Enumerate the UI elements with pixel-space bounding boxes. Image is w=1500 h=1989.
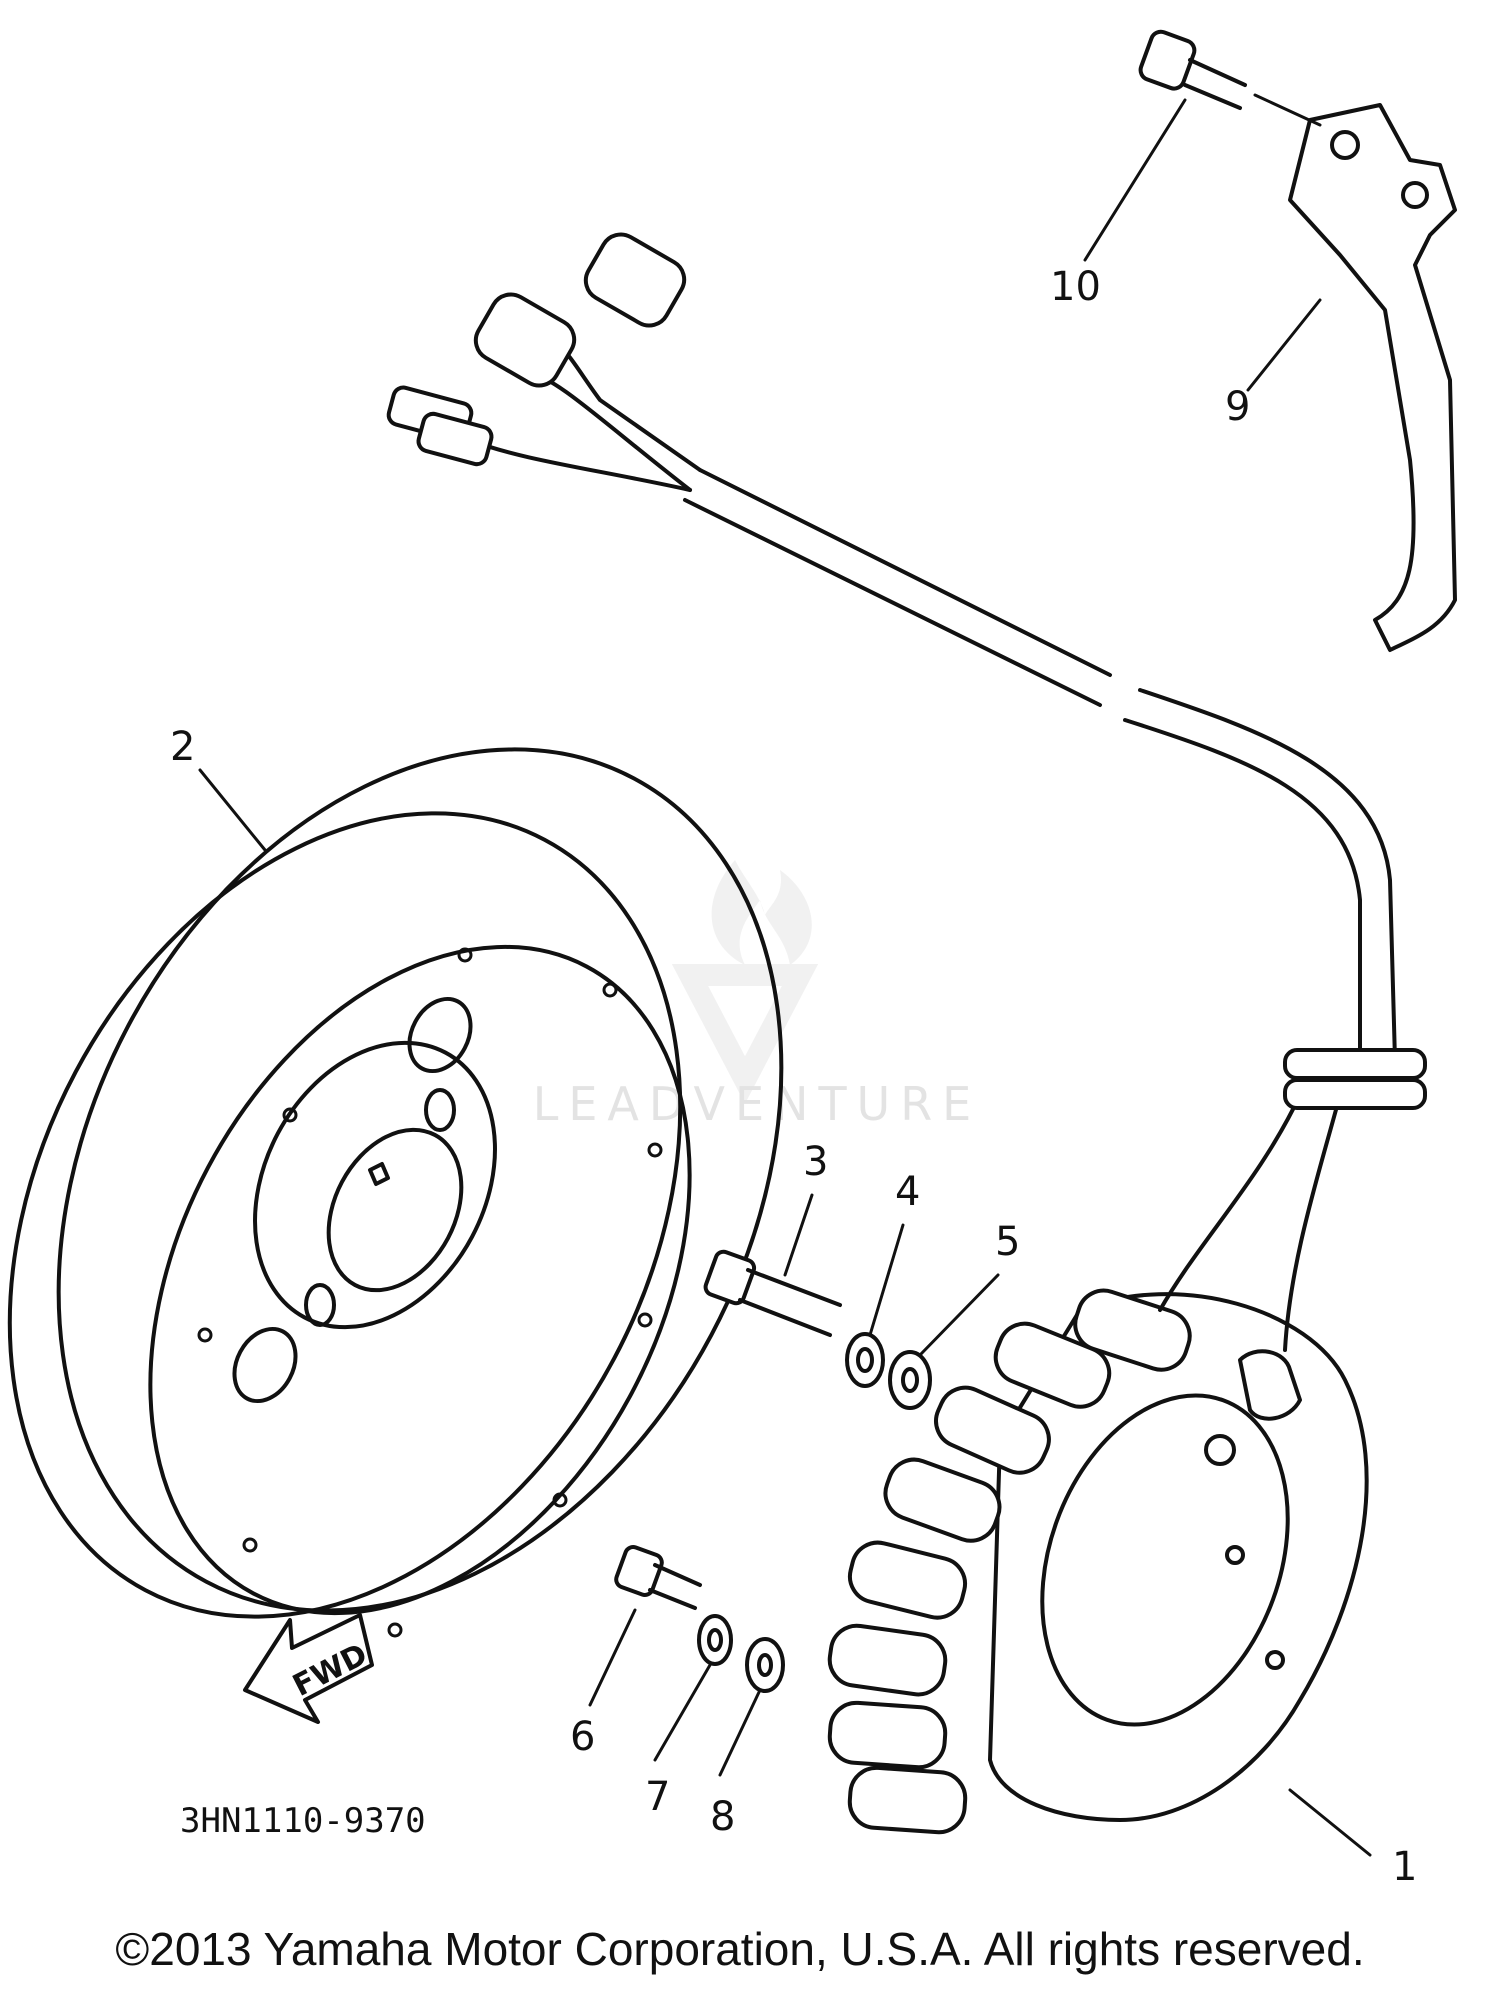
callout-10: 10 xyxy=(1050,264,1101,310)
wire-bracket xyxy=(1288,103,1457,652)
lead-wire-harness xyxy=(386,232,1427,1110)
diagram-part-number: 3HN1110-9370 xyxy=(180,1801,426,1841)
callout-1: 1 xyxy=(1392,1844,1417,1890)
watermark-text: LEADVENTURE xyxy=(533,1077,982,1131)
forward-direction-arrow: FWD xyxy=(243,1613,374,1724)
leader-lines xyxy=(198,98,1372,1857)
stator-assembly xyxy=(827,1093,1369,1835)
bolt-6 xyxy=(614,1545,702,1610)
screw-10 xyxy=(1138,29,1322,127)
copyright-notice: ©2013 Yamaha Motor Corporation, U.S.A. A… xyxy=(115,1923,1364,1975)
callout-6: 6 xyxy=(570,1714,595,1760)
lock-washer-7 xyxy=(697,1614,733,1666)
rotor-flywheel xyxy=(7,747,784,1638)
rotor-rim-holes xyxy=(197,947,663,1638)
callout-5: 5 xyxy=(995,1219,1020,1265)
watermark-logo xyxy=(671,860,819,1104)
lock-washer-4 xyxy=(845,1332,885,1388)
callout-9: 9 xyxy=(1225,384,1250,430)
bolt-3 xyxy=(703,1249,842,1337)
callout-8: 8 xyxy=(710,1794,735,1840)
callout-3: 3 xyxy=(803,1139,828,1185)
plain-washer-8 xyxy=(745,1637,785,1693)
plain-washer-5 xyxy=(888,1350,932,1410)
callout-2: 2 xyxy=(170,724,195,770)
callout-4: 4 xyxy=(895,1169,920,1215)
callout-7: 7 xyxy=(645,1774,670,1820)
stator-poles xyxy=(827,1288,1192,1835)
